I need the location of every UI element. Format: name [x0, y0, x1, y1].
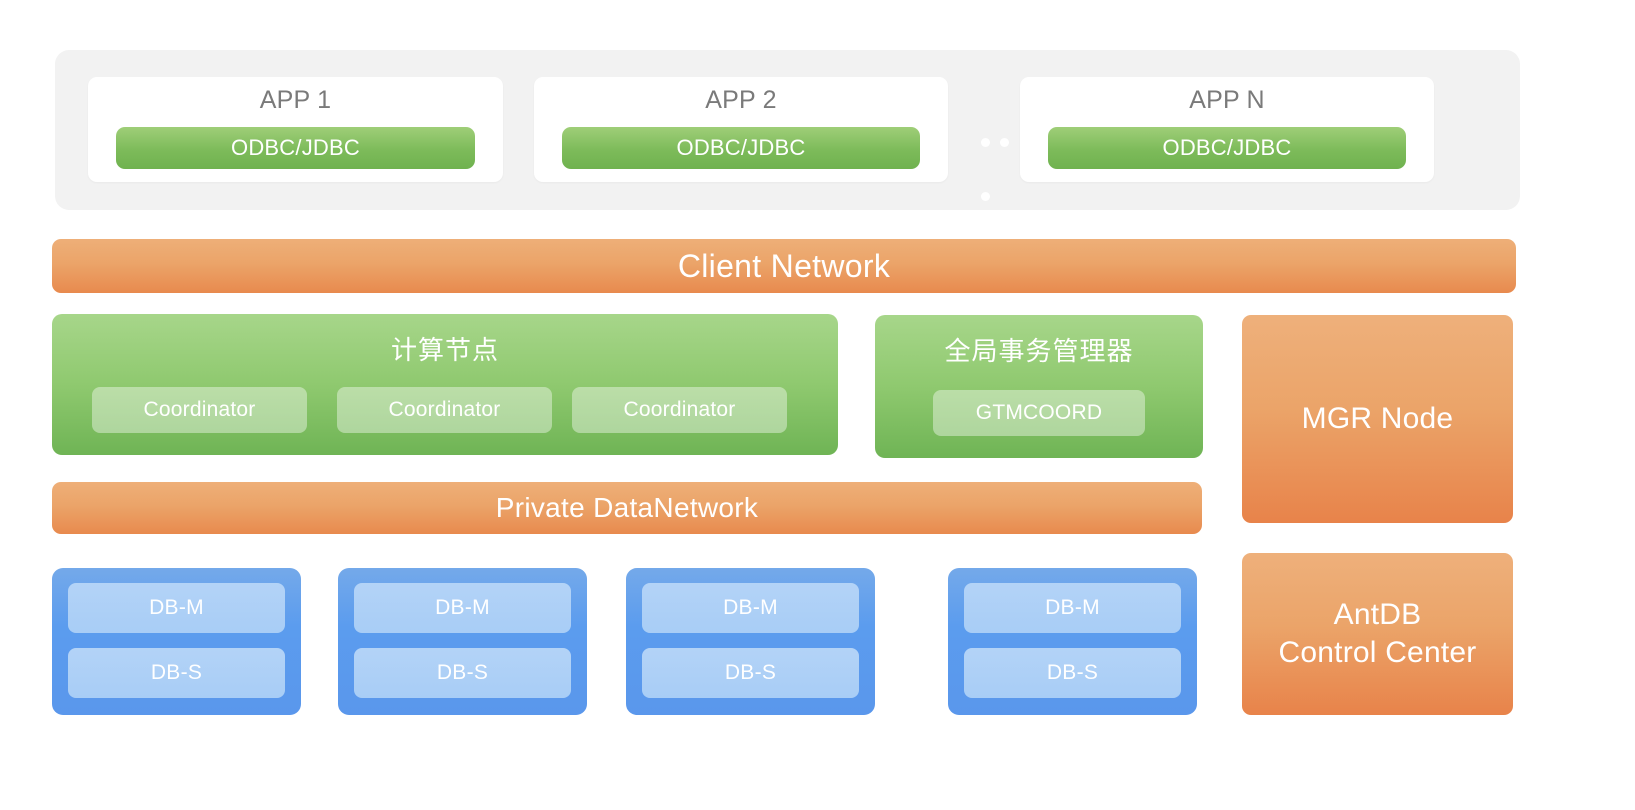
coordinator-node-3[interactable]: Coordinator — [572, 387, 787, 433]
db-master-1[interactable]: DB-M — [68, 583, 285, 633]
db-group-3: DB-M DB-S — [626, 568, 875, 715]
ellipsis-dots-icon — [981, 192, 990, 201]
antdb-control-center-label: AntDB Control Center — [1279, 596, 1477, 673]
antdb-control-center-box[interactable]: AntDB Control Center — [1242, 553, 1513, 715]
db-master-2[interactable]: DB-M — [354, 583, 571, 633]
coordinator-node-1[interactable]: Coordinator — [92, 387, 307, 433]
db-slave-2[interactable]: DB-S — [354, 648, 571, 698]
antdb-control-center-line2: Control Center — [1278, 636, 1477, 669]
antdb-control-center-line1: AntDB — [1333, 597, 1422, 631]
global-transaction-manager-panel: 全局事务管理器 GTMCOORD — [875, 315, 1203, 458]
app-card-2-title: APP 2 — [705, 86, 777, 114]
db-master-3[interactable]: DB-M — [642, 583, 859, 633]
coordinator-node-2[interactable]: Coordinator — [337, 387, 552, 433]
app-card-1[interactable]: APP 1 ODBC/JDBC — [88, 77, 503, 182]
app-card-n-title: APP N — [1189, 86, 1265, 114]
app-card-2[interactable]: APP 2 ODBC/JDBC — [534, 77, 948, 182]
app-card-n[interactable]: APP N ODBC/JDBC — [1020, 77, 1434, 182]
client-network-bar: Client Network — [52, 239, 1516, 293]
application-layer-band: APP 1 ODBC/JDBC APP 2 ODBC/JDBC APP N OD… — [55, 50, 1520, 210]
db-master-4[interactable]: DB-M — [964, 583, 1181, 633]
app-card-2-driver-button[interactable]: ODBC/JDBC — [562, 127, 920, 169]
app-card-n-driver-button[interactable]: ODBC/JDBC — [1048, 127, 1406, 169]
ellipsis-dots-icon — [1000, 138, 1009, 147]
db-group-1: DB-M DB-S — [52, 568, 301, 715]
db-slave-1[interactable]: DB-S — [68, 648, 285, 698]
private-data-network-bar: Private DataNetwork — [52, 482, 1202, 534]
db-group-2: DB-M DB-S — [338, 568, 587, 715]
mgr-node-box[interactable]: MGR Node — [1242, 315, 1513, 523]
ellipsis-dots-icon — [981, 138, 990, 147]
db-slave-3[interactable]: DB-S — [642, 648, 859, 698]
app-card-1-title: APP 1 — [259, 86, 332, 114]
compute-nodes-title: 计算节点 — [390, 335, 499, 365]
db-slave-4[interactable]: DB-S — [964, 648, 1181, 698]
app-card-1-driver-button[interactable]: ODBC/JDBC — [116, 127, 475, 169]
gtmcoord-node[interactable]: GTMCOORD — [933, 390, 1145, 436]
compute-nodes-panel: 计算节点 Coordinator Coordinator Coordinator — [52, 314, 838, 455]
db-group-4: DB-M DB-S — [948, 568, 1197, 715]
gtm-title: 全局事务管理器 — [944, 336, 1134, 366]
